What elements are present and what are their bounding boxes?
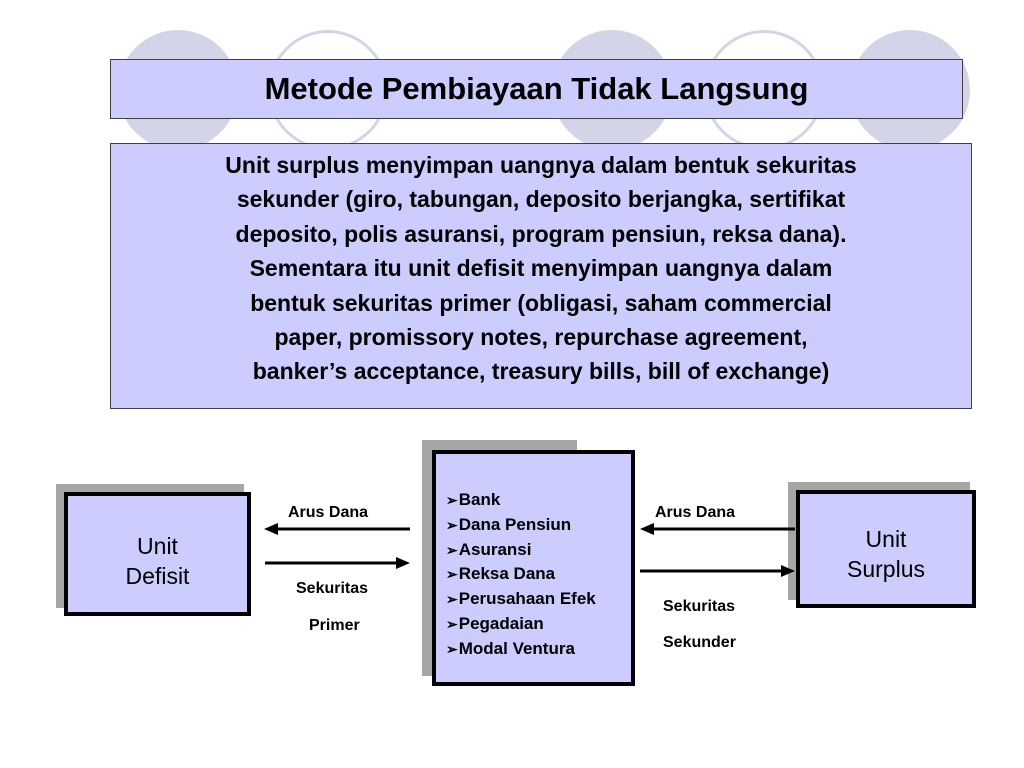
description-line: banker’s acceptance, treasury bills, bil… [252, 358, 830, 385]
unit-surplus-label: Surplus [847, 556, 925, 582]
sekuritas-right-label: Sekuritas [663, 598, 736, 615]
arus-dana-left-arrow [264, 523, 410, 535]
unit-surplus-node: Unit Surplus [796, 490, 976, 608]
unit-defisit-label: Unit [137, 533, 178, 559]
arrow-bullet-icon: ➢ [446, 492, 458, 508]
page-title-text: Metode Pembiayaan Tidak Langsung [264, 71, 809, 106]
page-title: Metode Pembiayaan Tidak Langsung [110, 59, 963, 119]
description-line: Sementara itu unit defisit menyimpan uan… [249, 255, 833, 282]
arrow-bullet-icon: ➢ [446, 640, 458, 657]
unit-surplus-label: Unit [865, 526, 907, 552]
arrow-bullet-icon: ➢ [446, 516, 458, 533]
arrow-bullet-icon: ➢ [446, 541, 458, 558]
description-line: paper, promissory notes, repurchase agre… [274, 324, 808, 351]
arrow-bullet-icon: ➢ [446, 591, 458, 608]
list-item: ➢Bank [446, 490, 501, 509]
primer-label: Primer [309, 617, 360, 634]
description-line: bentuk sekuritas primer (obligasi, saham… [250, 289, 832, 316]
description-box: Unit surplus menyimpan uangnya dalam ben… [110, 143, 972, 409]
arus-dana-right-arrow [640, 523, 795, 535]
list-item: ➢Reksa Dana [446, 564, 556, 584]
unit-defisit-label: Defisit [125, 563, 190, 589]
arus-dana-left-label: Arus Dana [288, 504, 369, 521]
sekunder-label: Sekunder [663, 634, 736, 651]
unit-defisit-node: Unit Defisit [64, 492, 251, 616]
institutions-node: ➢Bank ➢Dana Pensiun ➢Asuransi ➢Reksa Dan… [432, 450, 635, 686]
arus-dana-right-label: Arus Dana [655, 504, 736, 521]
description-line: deposito, polis asuransi, program pensiu… [235, 220, 847, 247]
list-item: ➢Asuransi [446, 539, 532, 559]
sekuritas-left-label: Sekuritas [296, 580, 369, 597]
sekuritas-sekunder-arrow [640, 565, 795, 577]
description-line: Unit surplus menyimpan uangnya dalam ben… [225, 152, 857, 178]
sekuritas-primer-arrow [265, 557, 410, 569]
list-item: ➢Perusahaan Efek [446, 589, 596, 609]
description-line: sekunder (giro, tabungan, deposito berja… [236, 186, 846, 213]
arrow-bullet-icon: ➢ [446, 566, 458, 583]
institutions-list: ➢Bank ➢Dana Pensiun ➢Asuransi ➢Reksa Dan… [446, 488, 596, 662]
list-item: ➢Modal Ventura [446, 638, 575, 658]
list-item: ➢Dana Pensiun [446, 514, 572, 534]
list-item: ➢Pegadaian [446, 613, 544, 633]
arrow-bullet-icon: ➢ [446, 615, 458, 632]
